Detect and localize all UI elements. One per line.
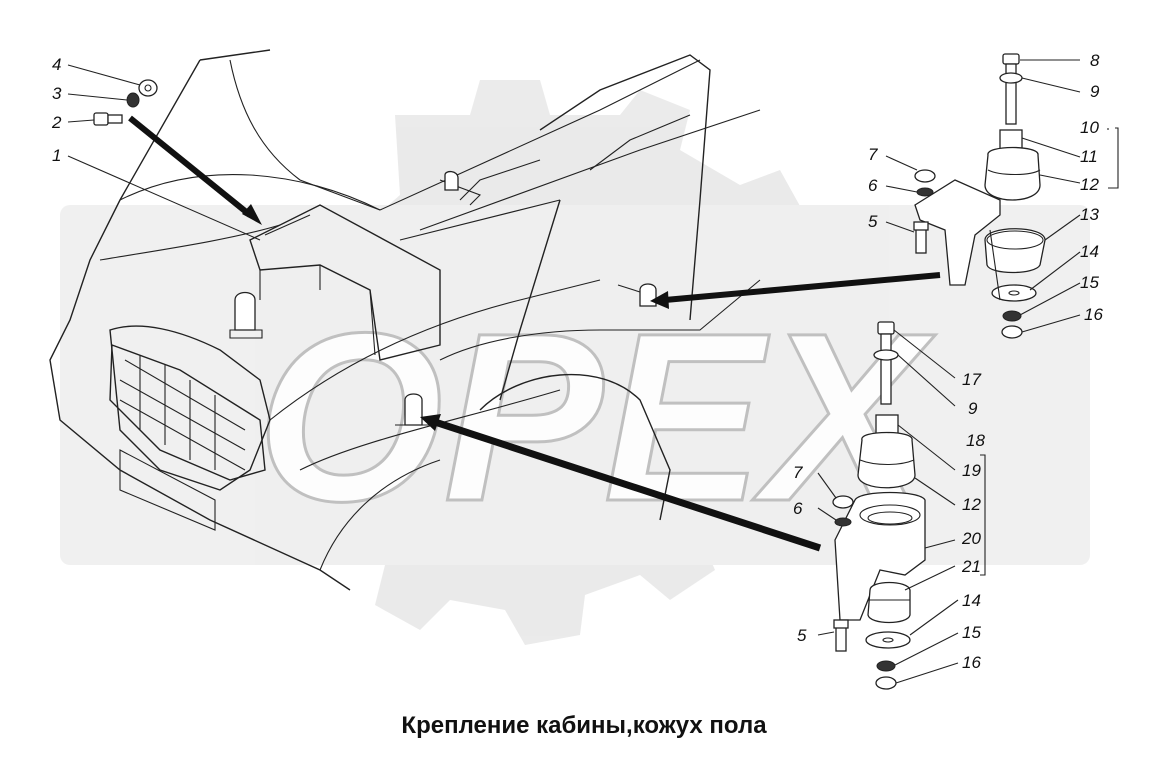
callout-5-upper: 5 xyxy=(868,212,878,231)
callout-2: 2 xyxy=(51,113,62,132)
callout-18: 18 xyxy=(966,431,985,450)
callout-14-lower: 14 xyxy=(962,591,981,610)
callout-6-upper: 6 xyxy=(868,176,878,195)
callout-12-upper: 12 xyxy=(1080,175,1099,194)
callout-labels: 4 3 2 1 8 9 10 7 11 6 12 5 13 14 15 16 1… xyxy=(51,51,1103,672)
callout-15-upper: 15 xyxy=(1080,273,1099,292)
callout-16-lower: 16 xyxy=(962,653,981,672)
figure-caption: Крепление кабины,кожух пола xyxy=(401,712,767,739)
callout-17: 17 xyxy=(962,370,981,389)
callout-16-upper: 16 xyxy=(1084,305,1103,324)
callout-14-upper: 14 xyxy=(1080,242,1099,261)
leader-lines xyxy=(67,59,1119,684)
callout-7-lower: 7 xyxy=(793,463,803,482)
callout-20: 20 xyxy=(961,529,981,548)
washer-4 xyxy=(138,79,158,97)
watermark-text: ОРЕХ xyxy=(255,282,938,553)
callout-8: 8 xyxy=(1090,51,1100,70)
callout-7-upper: 7 xyxy=(868,145,878,164)
callout-3: 3 xyxy=(52,84,62,103)
callout-9-upper: 9 xyxy=(1090,82,1100,101)
callout-13: 13 xyxy=(1080,205,1099,224)
upper-mount-assembly xyxy=(913,53,1046,339)
lower-mount-assembly xyxy=(832,321,926,690)
callout-10: 10 xyxy=(1080,118,1099,137)
floor-cover xyxy=(249,204,441,361)
callout-21: 21 xyxy=(961,557,981,576)
callout-12-lower: 12 xyxy=(962,495,981,514)
callout-15-lower: 15 xyxy=(962,623,981,642)
callout-11: 11 xyxy=(1080,147,1098,166)
callout-5-lower: 5 xyxy=(797,626,807,645)
callout-4: 4 xyxy=(52,55,61,74)
callout-9-lower: 9 xyxy=(968,399,978,418)
bolt-2 xyxy=(93,112,123,126)
callout-1: 1 xyxy=(52,146,61,165)
pointer-arrows xyxy=(128,115,941,552)
grille xyxy=(109,344,266,481)
callout-19: 19 xyxy=(962,461,981,480)
front-mount-left xyxy=(229,291,263,339)
front-mount-center xyxy=(395,393,430,426)
spring-washer-3 xyxy=(126,92,140,108)
svg-text:ОРЕХ: ОРЕХ xyxy=(257,283,937,551)
callout-6-lower: 6 xyxy=(793,499,803,518)
